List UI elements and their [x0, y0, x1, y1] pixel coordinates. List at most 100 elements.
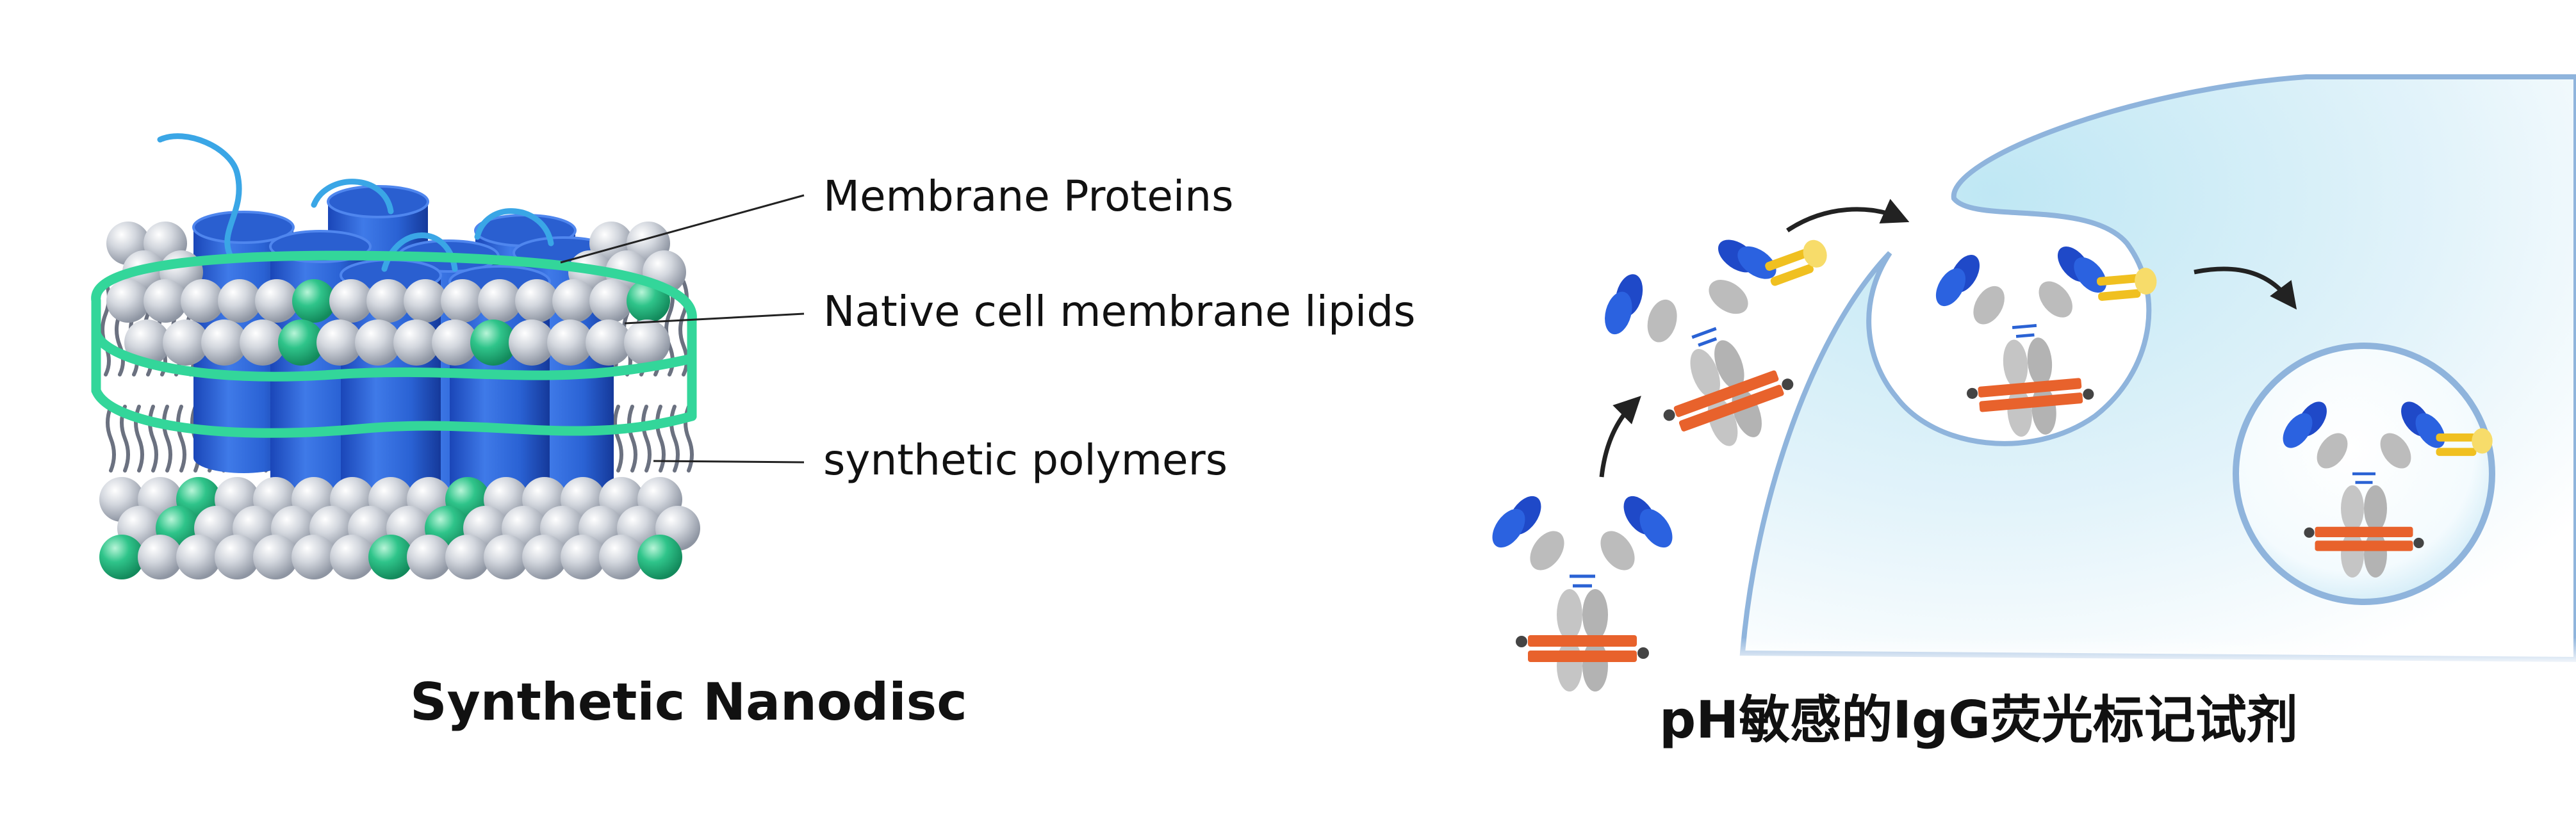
- igg-antibody: [2283, 401, 2493, 578]
- dye-dot: [1663, 409, 1675, 421]
- fab-variable: [1935, 268, 1966, 307]
- caption-synthetic-nanodisc: Synthetic Nanodisc: [410, 672, 967, 732]
- igg-antibody: [1492, 496, 1673, 691]
- receptor: [1770, 264, 1814, 286]
- lipid-head-groups: [99, 222, 700, 579]
- lipid-head: [330, 535, 375, 579]
- lipid-tail: [162, 405, 172, 473]
- lipid-head: [144, 279, 187, 323]
- fab-constant: [2317, 433, 2348, 469]
- fc-domain: [1690, 349, 1720, 398]
- fab-constant: [1973, 286, 2005, 325]
- lipid-head: [316, 319, 363, 366]
- lipid-tail: [176, 405, 186, 473]
- dye-label: [1979, 392, 2083, 412]
- lipid-head: [441, 279, 484, 323]
- fab-constant: [1709, 280, 1748, 314]
- nanodisc-illustration: [91, 133, 805, 579]
- lipid-head-green: [368, 535, 413, 579]
- fab-constant: [2380, 433, 2411, 469]
- dye-dot: [1966, 387, 1978, 399]
- dye-label: [1978, 378, 2082, 398]
- lipid-head: [552, 279, 596, 323]
- lipid-head: [106, 279, 150, 323]
- lipid-head: [291, 535, 336, 579]
- dye-dot: [2083, 389, 2094, 400]
- fab-variable: [1737, 246, 1776, 279]
- lipid-head: [515, 279, 559, 323]
- fc-domain: [1714, 340, 1744, 389]
- lipid-head: [181, 279, 224, 323]
- lipid-tail: [627, 405, 637, 473]
- hinge: [1570, 574, 1595, 588]
- lipid-head: [138, 535, 183, 579]
- lipid-head-green: [470, 319, 516, 366]
- fc-domain: [2364, 485, 2387, 531]
- lipid-tail: [148, 405, 158, 473]
- lipid-head: [329, 279, 373, 323]
- lipid-head: [599, 535, 644, 579]
- fab-constant: [1530, 531, 1564, 570]
- lipid-head: [478, 279, 521, 323]
- receptor: [2436, 448, 2477, 457]
- dye-dot: [1516, 636, 1527, 647]
- dye-label: [2315, 526, 2413, 537]
- antibody-conjugates: [1492, 239, 2493, 691]
- lipid-head: [215, 535, 259, 579]
- fc-domain: [2364, 531, 2387, 578]
- receptor-head: [1803, 239, 1827, 268]
- fab-constant: [2039, 281, 2072, 318]
- dye-dot: [2304, 527, 2315, 538]
- lipid-head: [255, 279, 299, 323]
- lipid-head: [404, 279, 447, 323]
- lipid-head: [124, 319, 170, 366]
- lipid-tail: [641, 405, 652, 473]
- lipid-head: [218, 279, 261, 323]
- fc-domain: [1582, 640, 1608, 691]
- dye-label: [2315, 540, 2413, 551]
- lipid-head: [445, 535, 490, 579]
- pathway-arrows: [1599, 198, 2297, 478]
- fc-domain: [2003, 339, 2028, 389]
- lipid-head: [407, 535, 452, 579]
- hinge: [2352, 472, 2376, 484]
- receptor: [2096, 274, 2140, 286]
- lipid-head: [355, 319, 401, 366]
- lipid-head-green: [292, 279, 336, 323]
- dye-label: [1528, 651, 1637, 662]
- fab-variable: [2283, 413, 2313, 448]
- receptor-head: [2135, 268, 2157, 295]
- lipid-head: [393, 319, 439, 366]
- fab-constant: [1600, 531, 1635, 570]
- receptor: [2436, 433, 2477, 442]
- lipid-head: [547, 319, 593, 366]
- label-synthetic-polymers: synthetic polymers: [823, 435, 1228, 485]
- cell-illustration: [1492, 74, 2576, 691]
- fc-domain: [2341, 485, 2364, 531]
- fab-variable: [1639, 508, 1673, 548]
- caption-ph-igg-reagent: pH敏感的IgG荧光标记试剂: [1659, 690, 2298, 750]
- lipid-tail: [106, 405, 116, 473]
- receptor: [1765, 249, 1809, 271]
- dye-dot: [1637, 647, 1649, 659]
- cylinder-top: [192, 211, 295, 244]
- lipid-head-green: [99, 535, 144, 579]
- lipid-head: [484, 535, 529, 579]
- receptor: [2098, 289, 2141, 301]
- lipid-head: [366, 279, 410, 323]
- dye-label: [1673, 370, 1779, 417]
- lipid-head-green: [637, 535, 682, 579]
- fc-domain: [2341, 531, 2364, 578]
- polymer-belt: [91, 250, 697, 438]
- lipid-head: [432, 319, 478, 366]
- lipid-head: [509, 319, 555, 366]
- lipid-head-green: [278, 319, 324, 366]
- callout-lines: [560, 194, 805, 464]
- dye-dot: [1782, 378, 1794, 391]
- igg-antibody: [1935, 247, 2157, 437]
- lipid-head: [589, 279, 633, 323]
- igg-antibody: [1605, 239, 1827, 446]
- fc-domain: [1557, 640, 1582, 691]
